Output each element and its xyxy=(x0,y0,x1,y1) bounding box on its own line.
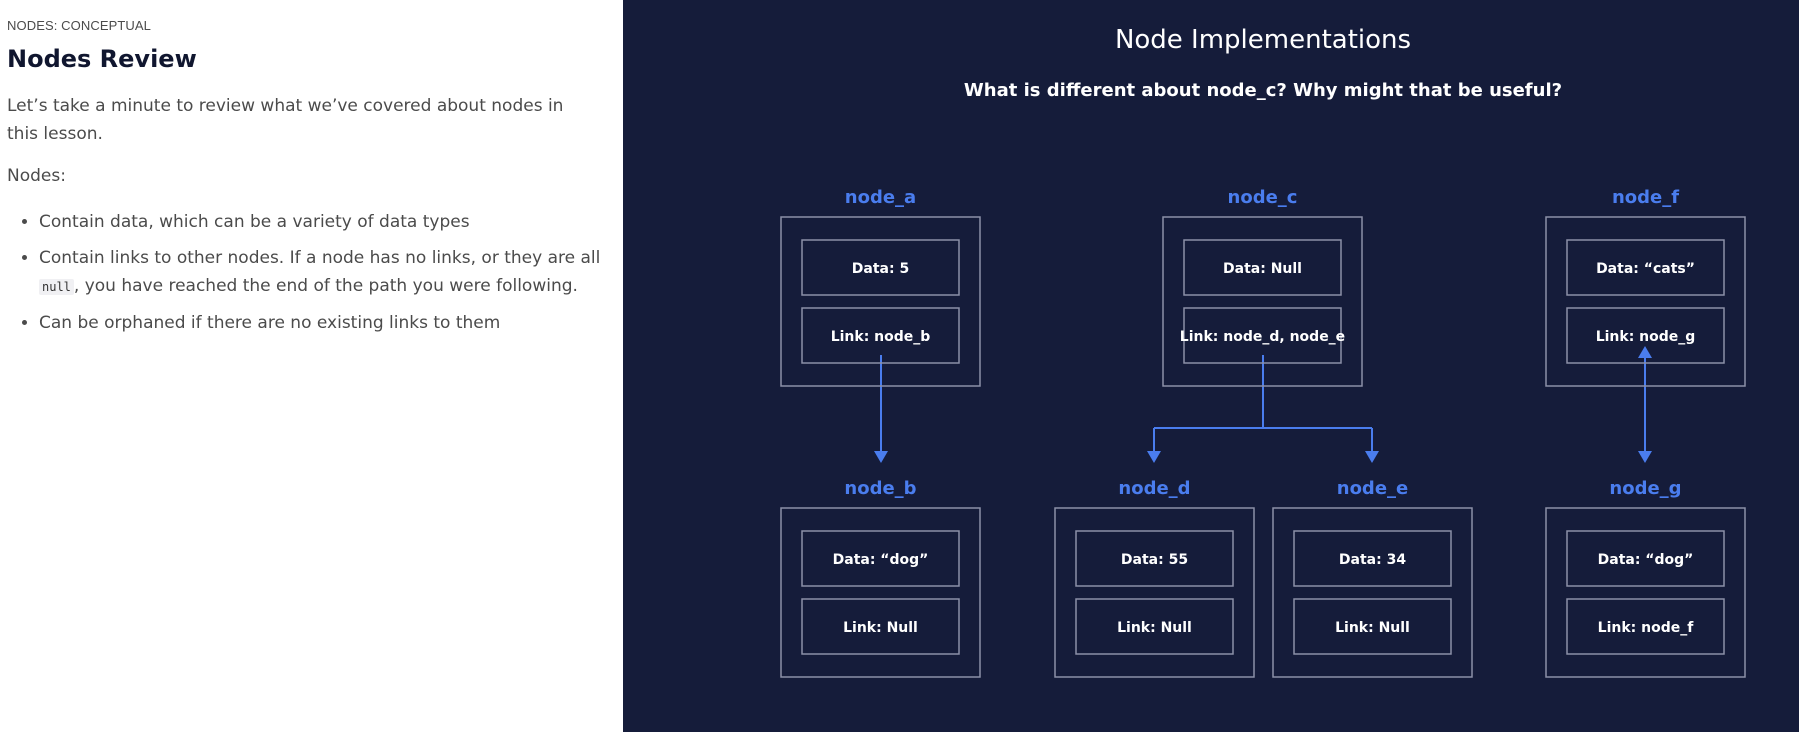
list-item: Contain data, which can be a variety of … xyxy=(39,208,607,236)
node-data-text: Data: 34 xyxy=(1339,552,1406,568)
arrowhead-down xyxy=(1147,451,1161,463)
lesson-intro: Let’s take a minute to review what we’ve… xyxy=(7,96,564,144)
list-item: Can be orphaned if there are no existing… xyxy=(39,309,607,337)
diagram-panel: Node Implementations What is different a… xyxy=(623,0,1799,732)
node-box xyxy=(1054,507,1255,678)
data-field-box xyxy=(801,530,960,587)
link-field-box xyxy=(1566,307,1725,364)
link-field-box xyxy=(801,598,960,655)
node-data-text: Data: Null xyxy=(1223,261,1302,277)
node-label: node_d xyxy=(1118,478,1190,499)
arrowhead-up xyxy=(1638,346,1652,358)
diagram-title: Node Implementations xyxy=(1115,25,1411,55)
link-field-box xyxy=(1566,598,1725,655)
null-code: null xyxy=(39,279,74,295)
node-data-text: Data: “dog” xyxy=(1598,552,1694,568)
data-field-box xyxy=(1566,530,1725,587)
node-label: node_a xyxy=(845,187,916,208)
arrowhead-down xyxy=(1638,451,1652,463)
node-link-text: Link: node_b xyxy=(831,329,931,345)
node-box xyxy=(780,507,981,678)
node-box xyxy=(780,216,981,387)
node-link-text: Link: Null xyxy=(1335,620,1410,636)
node-data-text: Data: 5 xyxy=(852,261,909,277)
link-arrows xyxy=(874,346,1652,463)
node-link-text: Link: node_f xyxy=(1598,620,1695,636)
data-field-box xyxy=(1183,239,1342,296)
link-field-box xyxy=(1293,598,1452,655)
list-item: Contain links to other nodes. If a node … xyxy=(39,244,607,301)
nodes-label: Nodes: xyxy=(7,166,66,186)
node-link-text: Link: Null xyxy=(843,620,918,636)
node-data-text: Data: “cats” xyxy=(1596,261,1695,277)
data-field-box xyxy=(801,239,960,296)
data-field-box xyxy=(1075,530,1234,587)
nodes-bullet-list: Contain data, which can be a variety of … xyxy=(7,208,607,345)
arrowhead-down xyxy=(1365,451,1379,463)
lesson-eyebrow: NODES: CONCEPTUAL xyxy=(7,18,152,33)
node-label: node_c xyxy=(1228,187,1298,208)
node-label: node_e xyxy=(1337,478,1408,499)
node-label: node_g xyxy=(1609,478,1681,499)
link-field-box xyxy=(1183,307,1342,364)
bullet-text-pre: Contain links to other nodes. If a node … xyxy=(39,248,601,268)
data-field-box xyxy=(1566,239,1725,296)
node-link-text: Link: Null xyxy=(1117,620,1192,636)
node-data-text: Data: 55 xyxy=(1121,552,1188,568)
diagram-question: What is different about node_c? Why migh… xyxy=(964,80,1562,101)
node-box xyxy=(1545,216,1746,387)
arrowhead-down xyxy=(874,451,888,463)
link-field-box xyxy=(801,307,960,364)
node-label: node_f xyxy=(1612,187,1679,208)
node-data-text: Data: “dog” xyxy=(833,552,929,568)
node-box xyxy=(1272,507,1473,678)
lesson-panel: NODES: CONCEPTUAL Nodes Review Let’s tak… xyxy=(0,0,623,732)
node-diagram: Node Implementations What is different a… xyxy=(780,25,1746,678)
node-link-text: Link: node_g xyxy=(1596,329,1696,345)
node-box xyxy=(1545,507,1746,678)
lesson-title: Nodes Review xyxy=(7,45,197,73)
node-label: node_b xyxy=(844,478,916,499)
data-field-box xyxy=(1293,530,1452,587)
node-box xyxy=(1162,216,1363,387)
link-field-box xyxy=(1075,598,1234,655)
node-link-text: Link: node_d, node_e xyxy=(1180,329,1345,345)
bullet-text-post: , you have reached the end of the path y… xyxy=(73,276,578,296)
